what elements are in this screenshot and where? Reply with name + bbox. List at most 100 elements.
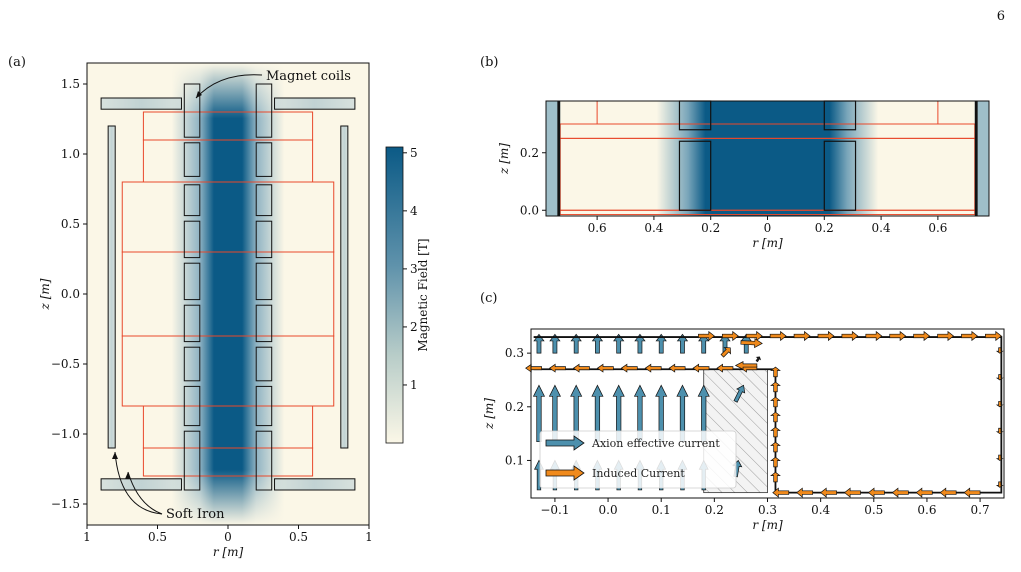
c-induced-arrow (720, 347, 732, 358)
c-induced-arrow (995, 454, 1004, 461)
arrowhead-soft-iron-2 (125, 472, 131, 479)
a-ytick-label: −1.0 (51, 427, 80, 441)
c-induced-arrow (867, 487, 885, 498)
a-coil-segment (183, 262, 201, 301)
c-induced-arrow (913, 330, 931, 342)
c-xtick-label: 0.6 (917, 503, 936, 517)
c-xtick-label: 0.3 (758, 503, 777, 517)
b-xtick-label: 0.2 (815, 221, 834, 235)
a-soft-iron (107, 125, 116, 449)
c-induced-arrow (770, 411, 781, 423)
panel-b-label: (b) (480, 55, 498, 70)
c-xtick-label: 0.1 (652, 503, 671, 517)
b-soft-iron-left (546, 101, 561, 216)
c-induced-arrow (961, 330, 978, 342)
c-induced-arrow (937, 330, 955, 342)
colorbar-label: Magnetic Field [T] (416, 238, 430, 351)
panel-c-label: (c) (480, 291, 497, 306)
c-xtick-label: 0.2 (705, 503, 724, 517)
a-ytick-label: 0.5 (61, 217, 80, 231)
c-induced-arrow (995, 427, 1004, 435)
legend-label-induced: Induced Current (592, 467, 685, 480)
c-induced-arrow (525, 363, 542, 373)
legend-swatch-induced (545, 465, 585, 481)
c-induced-arrow (596, 363, 614, 373)
a-coil-segment (183, 184, 201, 217)
a-ytick-label: 0.0 (61, 287, 80, 301)
c-ylabel: z [m] (482, 398, 496, 430)
c-induced-arrow (755, 356, 762, 363)
a-coil-segment (255, 220, 273, 259)
colorbar-tick-label: 2 (410, 320, 418, 334)
c-induced-arrow (740, 338, 763, 349)
a-coil-segment (183, 430, 201, 491)
a-coil-segment (255, 83, 273, 138)
b-coil (678, 140, 712, 211)
c-induced-arrow (793, 330, 811, 342)
a-coil-segment (183, 142, 201, 177)
annotation-magnet-coils: Magnet coils (266, 69, 351, 84)
c-induced-arrow (692, 363, 710, 373)
c-induced-arrow (865, 330, 883, 342)
c-induced-arrow (939, 487, 957, 498)
c-induced-arrow (817, 330, 835, 342)
arrowhead-soft-iron-1 (112, 452, 118, 459)
c-ytick-label: 0.1 (505, 453, 524, 467)
c-induced-arrow (843, 487, 861, 498)
c-induced-arrow (721, 330, 739, 342)
a-soft-iron (100, 97, 182, 110)
a-region (142, 447, 314, 477)
a-coil-segment (255, 262, 273, 301)
a-soft-iron (100, 478, 182, 491)
legend-swatch-axion (545, 435, 585, 451)
arrow-magnet-coils (195, 74, 263, 99)
a-ytick-label: −1.5 (51, 497, 80, 511)
c-induced-arrow (770, 381, 781, 393)
c-induced-arrow (668, 363, 686, 373)
c-induced-arrow (770, 441, 781, 453)
colorbar-tick-label: 3 (410, 262, 418, 276)
c-induced-arrow (770, 456, 781, 468)
c-induced-arrow (698, 330, 715, 342)
c-induced-arrow (716, 363, 734, 373)
c-induced-arrow (620, 363, 638, 373)
a-xtick-label: 1 (83, 530, 91, 544)
c-induced-arrow (548, 363, 566, 373)
c-induced-arrow (915, 487, 933, 498)
a-coil-segment (183, 385, 201, 427)
a-ytick-label: 1.0 (61, 147, 80, 161)
a-soft-iron (274, 97, 356, 110)
c-induced-arrow (769, 330, 787, 342)
c-axion-arrow (532, 384, 546, 443)
annotation-soft-iron: Soft Iron (166, 507, 225, 522)
a-coil-segment (255, 346, 273, 382)
b-coil (823, 140, 857, 211)
b-ytick-label: 0.0 (520, 203, 539, 217)
a-coil-segment (255, 304, 273, 343)
b-xlabel: r [m] (752, 236, 783, 250)
c-xtick-label: 0.0 (599, 503, 618, 517)
c-induced-arrow (995, 481, 1004, 488)
b-ylabel: z [m] (497, 143, 511, 175)
colorbar-tick-label: 5 (410, 146, 418, 160)
c-axion-arrow (733, 384, 746, 403)
b-xtick-label: 0.6 (928, 221, 947, 235)
c-xtick-label: 0.5 (864, 503, 883, 517)
b-xtick-label: 0.2 (701, 221, 720, 235)
c-xtick-label: 0.7 (971, 503, 990, 517)
arrowhead-magnet-coils (196, 91, 202, 98)
c-induced-arrow (770, 366, 781, 378)
legend-box (539, 430, 737, 489)
arrow-soft-iron-1 (114, 451, 163, 515)
a-xtick-label: 0.5 (289, 530, 308, 544)
a-coil-segment (255, 184, 273, 217)
c-induced-arrow (889, 330, 907, 342)
b-edge (557, 101, 561, 216)
c-xtick-label: 0.4 (811, 503, 830, 517)
